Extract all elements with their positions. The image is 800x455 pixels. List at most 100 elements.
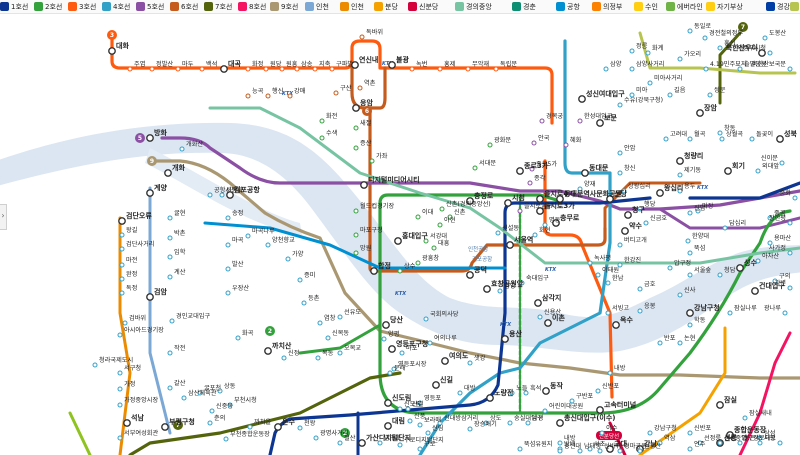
station-label[interactable]: 북한산우이 [726,43,758,52]
station-marker[interactable] [617,170,623,176]
station-marker[interactable] [777,440,783,446]
station-label[interactable]: 서대문 [479,159,496,167]
station-label[interactable]: 보라매 [424,416,441,424]
station-marker[interactable] [595,388,601,394]
station-marker[interactable] [637,448,643,454]
station-label[interactable]: 버티고개 [624,236,647,244]
station-label[interactable]: 남성 [532,414,543,422]
station-marker[interactable] [117,386,123,392]
station-label[interactable]: 마두 [182,60,194,68]
station-label[interactable]: 신촌(경의중앙선) [446,200,491,208]
subway-line[interactable] [738,331,792,455]
side-panel-toggle[interactable]: › [0,204,7,230]
station-label[interactable]: 구로디지털단지 [404,436,444,444]
station-label[interactable]: 신도림 [392,393,411,402]
station-label[interactable]: 불광 [396,55,409,64]
station-marker[interactable] [122,320,128,326]
station-label[interactable]: 역삼 [664,434,676,442]
station-label[interactable]: 약수 [629,221,642,230]
station-label[interactable]: 충무로 [560,213,580,222]
station-label[interactable]: 녹번 [416,60,428,68]
station-marker[interactable] [279,66,285,72]
subway-line[interactable] [203,221,507,270]
station-label[interactable]: 청구 [632,205,645,214]
station-marker[interactable] [353,125,359,131]
transfer-station-marker[interactable] [161,423,169,431]
station-marker[interactable] [667,265,673,271]
station-marker[interactable] [657,340,663,346]
station-label[interactable]: 동일로 [694,22,711,30]
station-marker[interactable] [497,288,503,294]
station-marker[interactable] [117,332,123,338]
station-label[interactable]: 계산 [174,268,186,276]
station-label[interactable]: 검단사거리 [126,240,154,248]
station-marker[interactable] [92,362,98,368]
station-marker[interactable] [337,440,343,446]
station-label[interactable]: 종로5가 [536,160,557,168]
station-marker[interactable] [685,238,691,244]
transfer-station-marker[interactable] [146,293,154,301]
station-label[interactable]: 남태령 [584,442,601,450]
transfer-station-marker[interactable] [164,169,172,177]
station-label[interactable]: 행당 [644,200,656,208]
station-marker[interactable] [527,180,533,186]
transfer-station-marker[interactable] [486,394,494,402]
station-marker[interactable] [542,408,548,414]
transfer-station-marker[interactable] [358,439,366,447]
station-marker[interactable] [225,290,231,296]
station-marker[interactable] [755,258,761,264]
station-label[interactable]: 신길 [440,375,453,384]
transfer-station-marker[interactable] [676,157,684,165]
station-marker[interactable] [167,215,173,221]
station-marker[interactable] [337,314,343,320]
station-marker[interactable] [542,222,548,228]
station-label[interactable]: 염창 [324,314,336,322]
station-label[interactable]: 성북 [784,129,797,138]
station-label[interactable]: 장승배기 [474,420,497,428]
station-marker[interactable] [755,168,761,174]
station-label[interactable]: 녹사평 [594,254,611,262]
station-label[interactable]: 성신여대입구 [586,89,625,98]
station-label[interactable]: 마곡 [232,236,244,244]
station-marker[interactable] [677,172,683,178]
station-label[interactable]: 서울역 [514,235,533,244]
station-marker[interactable] [175,66,181,72]
station-label[interactable]: 서강대 [430,232,447,240]
station-label[interactable]: 신용산 [544,308,561,316]
station-label[interactable]: 온수 [282,417,295,426]
station-label[interactable]: 응암 [360,98,373,107]
station-label[interactable]: 화계 [652,44,664,52]
transfer-station-marker[interactable] [370,267,378,275]
legend-item[interactable]: 공항 [556,1,580,12]
station-marker[interactable] [415,214,421,220]
station-marker[interactable] [792,195,798,201]
station-label[interactable]: 안암 [624,144,636,152]
station-marker[interactable] [717,45,723,51]
station-marker[interactable] [167,350,173,356]
station-label[interactable]: 아현 [444,216,456,224]
station-label[interactable]: 신사 [684,286,696,294]
station-label[interactable]: 한남 [612,274,624,282]
station-marker[interactable] [782,310,788,316]
station-marker[interactable] [265,93,271,99]
station-label[interactable]: 제기동 [684,166,701,174]
station-label[interactable]: 종각 [534,175,546,182]
station-marker[interactable] [663,136,669,142]
station-marker[interactable] [779,160,785,166]
station-label[interactable]: 홍대입구 [402,231,428,240]
station-marker[interactable] [717,272,723,278]
station-label[interactable]: 상월곡 [726,130,743,138]
station-marker[interactable] [722,225,728,231]
legend-item[interactable]: 9호선 [270,1,298,12]
station-marker[interactable] [587,446,593,452]
station-label[interactable]: 광화문 [494,137,511,144]
subway-line[interactable] [68,411,92,455]
legend-item[interactable]: 에버라인 [666,1,703,12]
legend-item[interactable]: 경의중앙 [455,1,492,12]
station-marker[interactable] [637,286,643,292]
station-marker[interactable] [207,420,213,426]
station-label[interactable]: 완정 [126,270,137,278]
station-label[interactable]: 동작 [550,381,563,390]
transfer-station-marker[interactable] [758,49,766,57]
station-label[interactable]: 개화산 [186,140,203,148]
